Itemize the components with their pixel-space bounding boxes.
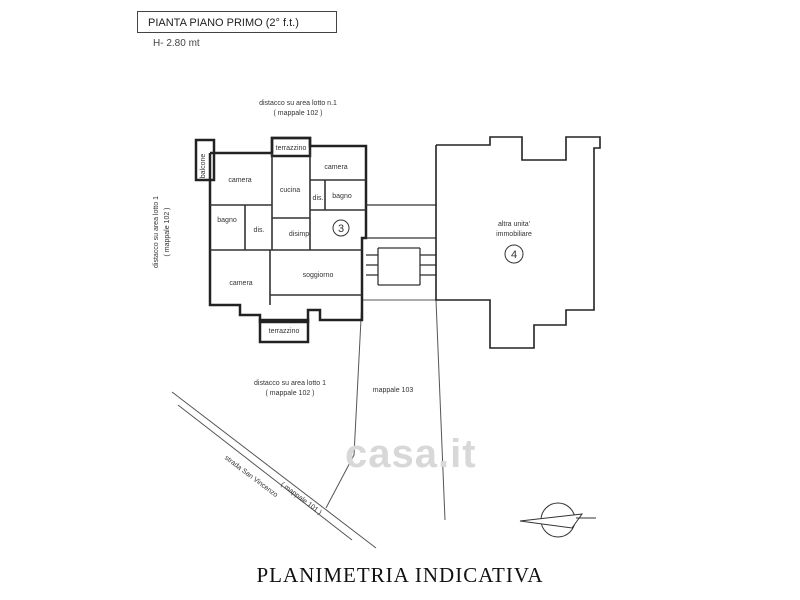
apartment-walls [194,136,368,344]
top-setback-line1: distacco su area lotto n.1 [259,100,337,107]
interior-walls [210,150,366,305]
unit-4-marker [504,244,524,264]
room-camera-bl: camera [229,280,252,287]
left-setback-line2: ( mappale 102 ) [164,207,171,256]
room-cucina: cucina [280,187,300,194]
room-labels: balcone terrazzino camera cucina camera … [200,145,352,335]
parcel-103-label: mappale 103 [373,387,414,394]
street-label-line2: ( mappale 101 ) [279,481,322,516]
unit-3-marker [332,219,350,237]
room-disimp: disimp. [289,231,311,238]
north-arrow-icon [519,502,596,538]
site-lines [171,299,446,549]
room-dis-l: dis. [254,227,265,234]
bottom-setback-line2: ( mappale 102 ) [265,390,314,397]
room-balcone: balcone [200,154,207,179]
footer-caption: PLANIMETRIA INDICATIVA [256,563,544,587]
other-unit-line1: altra unita' [498,221,530,228]
other-unit-walls [435,136,601,349]
stair-corridor [366,204,436,286]
left-setback-line1: distacco su area lotto 1 [153,196,160,268]
room-camera-tl: camera [228,177,251,184]
unit-4-number: 4 [511,249,517,261]
room-dis-r: dis. [313,195,324,202]
bottom-setback-line1: distacco su area lotto 1 [254,380,326,387]
plan-title: PIANTA PIANO PRIMO (2° f.t.) [137,11,337,33]
other-unit-line2: immobiliare [496,231,532,238]
floor-height: H- 2.80 mt [153,38,200,49]
room-soggiorno: soggiorno [303,272,334,279]
watermark: casa.it [345,432,477,476]
room-terrazzino-top: terrazzino [276,145,307,152]
unit-3-number: 3 [338,223,344,235]
room-camera-tr: camera [324,164,347,171]
room-bagno-l: bagno [217,217,237,224]
room-terrazzino-bottom: terrazzino [269,328,300,335]
top-setback-line2: ( mappale 102 ) [273,110,322,117]
room-bagno-r: bagno [332,193,352,200]
